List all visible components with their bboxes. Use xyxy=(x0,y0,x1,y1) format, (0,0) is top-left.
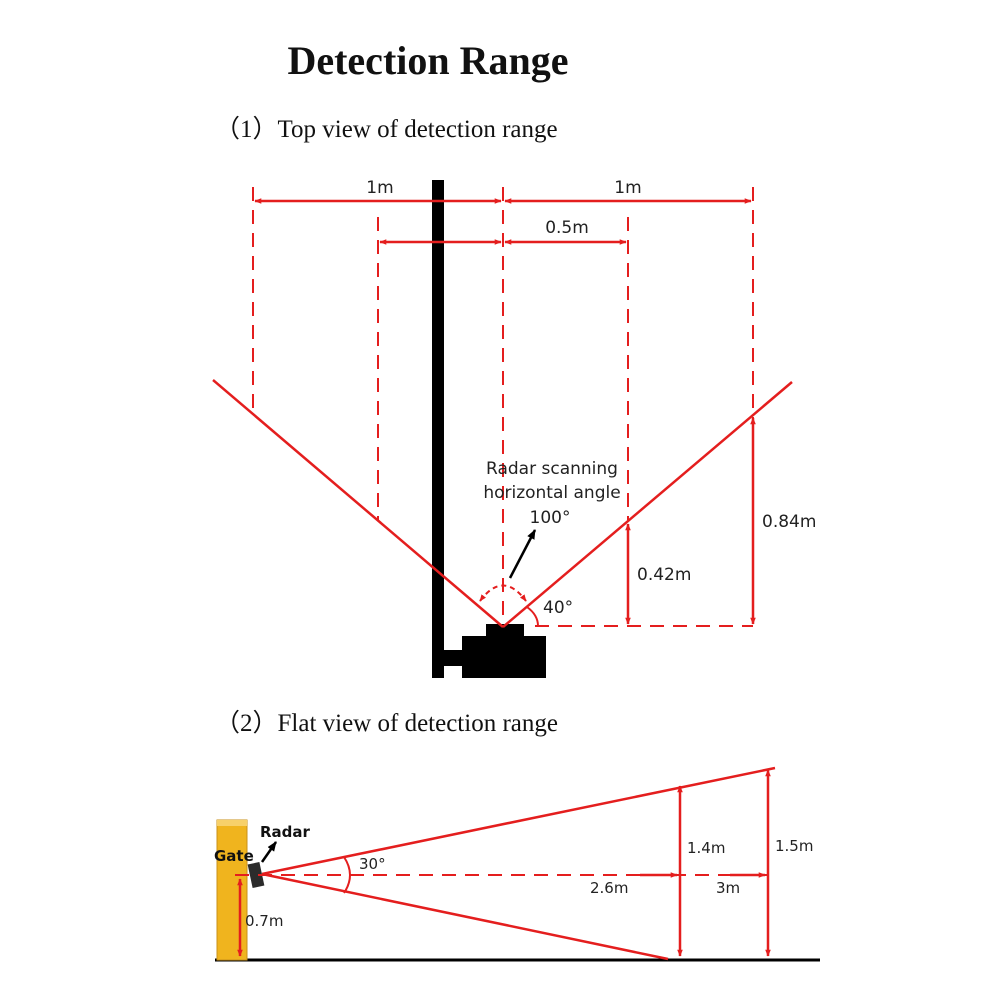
radar-pointer-arrow xyxy=(260,841,278,863)
dim-label-left: 1m xyxy=(366,178,393,198)
mount-height-label: 0.7m xyxy=(245,912,283,930)
pointer-arrow xyxy=(508,529,537,579)
vertical-angle-label: 30° xyxy=(359,855,386,873)
height-label-1-4m: 1.4m xyxy=(687,839,725,857)
coverage-edge-right xyxy=(502,381,793,628)
height-label-inner: 0.42m xyxy=(637,565,691,585)
dim-label-right: 1m xyxy=(614,178,641,198)
vertical-angle-arc xyxy=(343,856,351,894)
radar-label-line2: horizontal angle xyxy=(483,483,620,503)
gate-label: Gate xyxy=(214,847,254,865)
flat-view-diagram: Gate Radar 0.7m 30° 2.6m 3m 1.4m 1.5m xyxy=(214,766,820,962)
section2-heading: （2）Flat view of detection range xyxy=(215,709,558,737)
beam-upper-edge xyxy=(261,766,776,876)
dashed-guides xyxy=(252,187,754,627)
top-view-diagram: 1m 1m 0.5m Radar scanning horizontal ang… xyxy=(212,178,816,678)
flat-dimension-arrows xyxy=(237,769,771,957)
section1-heading: （1）Top view of detection range xyxy=(215,115,558,143)
dist-label-outer: 3m xyxy=(716,879,740,897)
dist-label-inner: 2.6m xyxy=(590,879,628,897)
edge-angle-label: 40° xyxy=(543,598,573,618)
radar-label-line1: Radar scanning xyxy=(486,459,618,479)
beam-lower-edge xyxy=(261,872,669,961)
radar-box xyxy=(247,862,265,888)
gate-post xyxy=(216,819,248,961)
scan-angle-arc xyxy=(479,584,527,602)
radar-label: Radar xyxy=(260,823,311,841)
coverage-edge-left xyxy=(212,379,504,628)
scan-angle-label: 100° xyxy=(530,508,571,528)
height-label-outer: 0.84m xyxy=(762,512,816,532)
edge-angle-arc xyxy=(526,606,539,627)
radar-device xyxy=(444,624,546,678)
dimension-arrows xyxy=(254,198,756,625)
page-title: Detection Range xyxy=(287,38,568,83)
height-label-1-5m: 1.5m xyxy=(775,837,813,855)
gate-pole xyxy=(432,180,444,678)
dim-label-inner: 0.5m xyxy=(545,218,589,238)
